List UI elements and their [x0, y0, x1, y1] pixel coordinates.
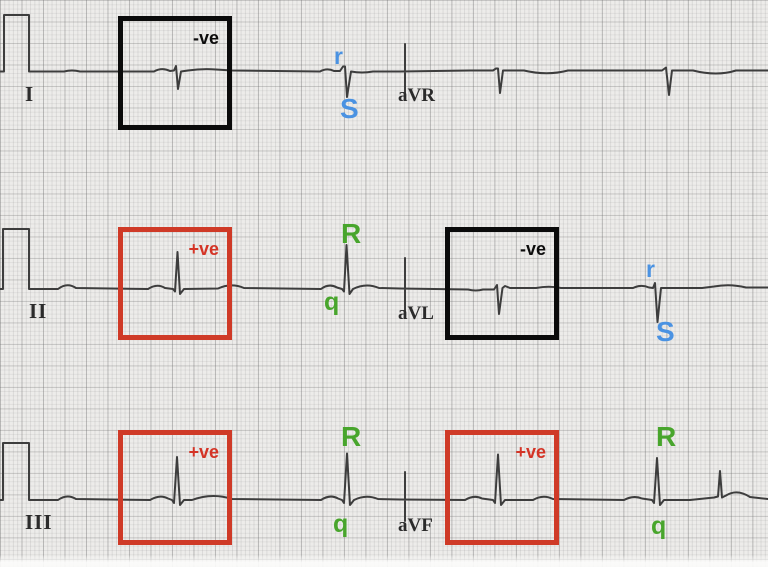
- positive-deflection-label: +ve: [515, 442, 546, 462]
- q-wave-label-lead-II: q: [324, 288, 340, 316]
- small-r-wave-label-lead-I: r: [334, 43, 343, 69]
- lead-aVF-label: aVF: [398, 515, 433, 536]
- lead-III-label: III: [25, 510, 53, 534]
- q-wave-label-lead-III: q: [333, 510, 349, 538]
- positive-deflection-label: +ve: [188, 239, 219, 259]
- negative-qrs-box-lead-I: -ve: [118, 16, 232, 130]
- positive-qrs-box-lead-III: +ve: [118, 430, 232, 545]
- lead-I-label: I: [25, 82, 35, 106]
- q-wave-label-lead-aVF: q: [651, 512, 667, 540]
- negative-qrs-box-lead-aVL: -ve: [445, 227, 559, 340]
- lead-aVL-label: aVL: [398, 303, 434, 324]
- positive-deflection-label: +ve: [188, 442, 219, 462]
- positive-qrs-box-lead-aVF: +ve: [445, 430, 559, 545]
- small-r-wave-label-lead-aVL: r: [646, 256, 655, 282]
- lead-II-label: II: [29, 299, 48, 323]
- tall-r-wave-label-lead-III: R: [341, 421, 362, 452]
- lead-I-aVR-trace: [0, 14, 768, 98]
- deep-s-wave-label-lead-I: S: [340, 93, 359, 124]
- positive-qrs-box-lead-II: +ve: [118, 227, 232, 340]
- photo-bottom-edge: [0, 555, 768, 567]
- tall-r-wave-label-lead-II: R: [341, 218, 362, 249]
- lead-aVR-label: aVR: [398, 85, 435, 106]
- lead-II-aVL-trace: [0, 228, 768, 323]
- lead-III-aVF-trace: [0, 442, 768, 522]
- negative-deflection-label: -ve: [192, 28, 219, 48]
- tall-r-wave-label-lead-aVF: R: [656, 421, 677, 452]
- deep-s-wave-label-lead-aVL: S: [656, 316, 675, 347]
- negative-deflection-label: -ve: [519, 239, 546, 259]
